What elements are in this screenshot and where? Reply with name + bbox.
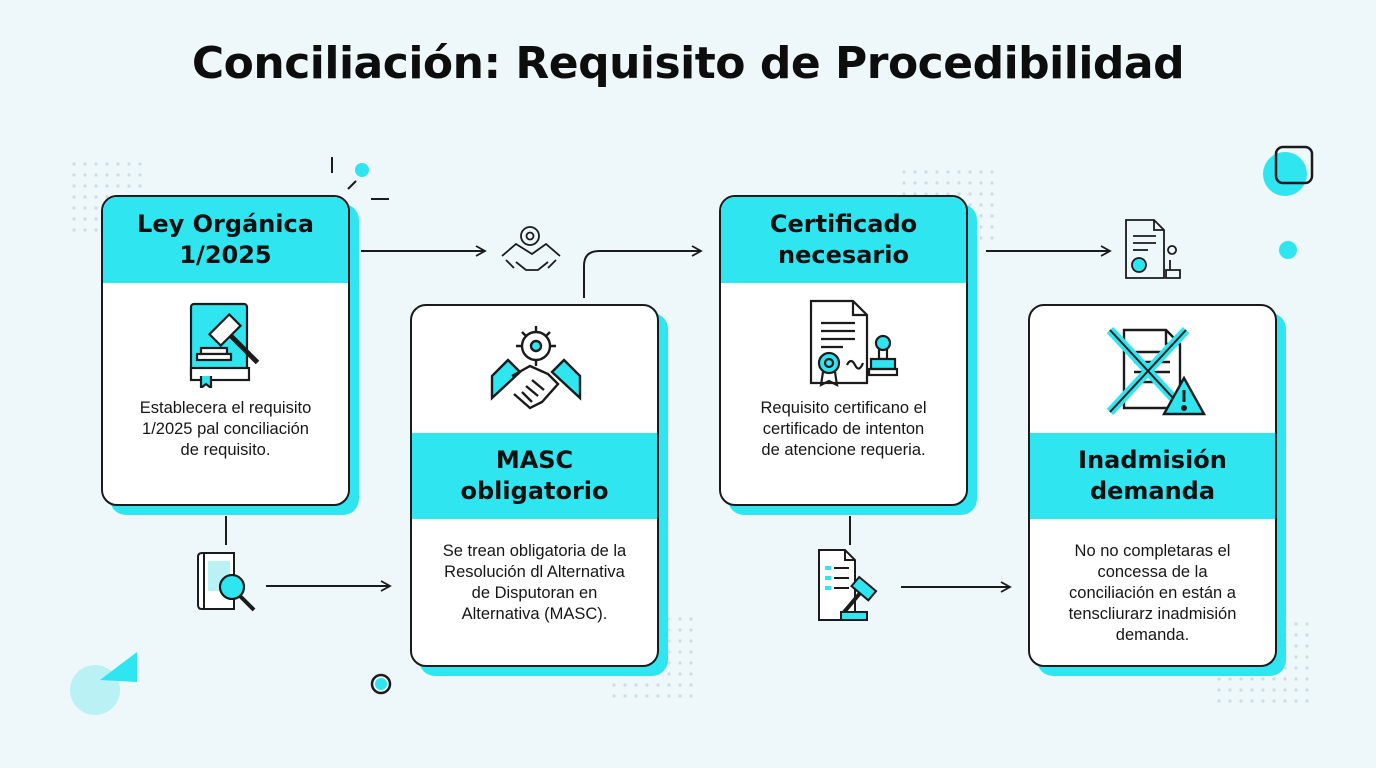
diagram-title: Conciliación: Requisito de Procedibilida…	[191, 38, 1185, 89]
step-card-header: Inadmisión demanda	[1030, 433, 1275, 519]
decor-sparkle	[331, 157, 389, 200]
arrow-masc-to-certificado	[583, 245, 703, 298]
decor-bottom-left	[70, 652, 392, 715]
law-book-search-icon	[197, 552, 256, 612]
step-card-header: Ley Orgánica 1/2025	[103, 197, 348, 283]
rejected-document-warning-icon	[1106, 326, 1206, 416]
step-description: Se trean obligatoria de la Resolución dl…	[442, 542, 627, 623]
handshake-gear-icon	[490, 326, 582, 410]
step-card-header: Certificado necesario	[721, 197, 966, 283]
step-heading: Certificado necesario	[769, 210, 918, 269]
handshake-small-icon	[501, 226, 561, 271]
step-card-ley-organica: Ley Orgánica 1/2025 Establecera el requi…	[101, 195, 350, 506]
step-description: No no completaras el concessa de la conc…	[1068, 542, 1237, 644]
step-heading: Inadmisión demanda	[1078, 446, 1227, 505]
law-book-gavel-icon	[189, 302, 260, 388]
document-gavel-icon	[818, 549, 878, 621]
step-heading: Ley Orgánica 1/2025	[137, 210, 314, 269]
step-description: Establecera el requisito 1/2025 pal conc…	[139, 399, 312, 459]
step-card-inadmision-demanda: Inadmisión demanda No no completaras el …	[1028, 304, 1277, 667]
step-heading: MASC obligatorio	[460, 446, 609, 505]
step-description: Requisito certificano el certificado de …	[760, 399, 927, 459]
step-card-header: MASC obligatorio	[412, 433, 657, 519]
decor-circle-square	[1263, 145, 1314, 259]
step-card-masc-obligatorio: MASC obligatorio Se trean obligatoria de…	[410, 304, 659, 667]
certificate-stamp-icon	[809, 299, 899, 387]
step-card-certificado-necesario: Certificado necesario Requisito certific…	[719, 195, 968, 506]
certificate-small-icon	[1125, 219, 1181, 279]
